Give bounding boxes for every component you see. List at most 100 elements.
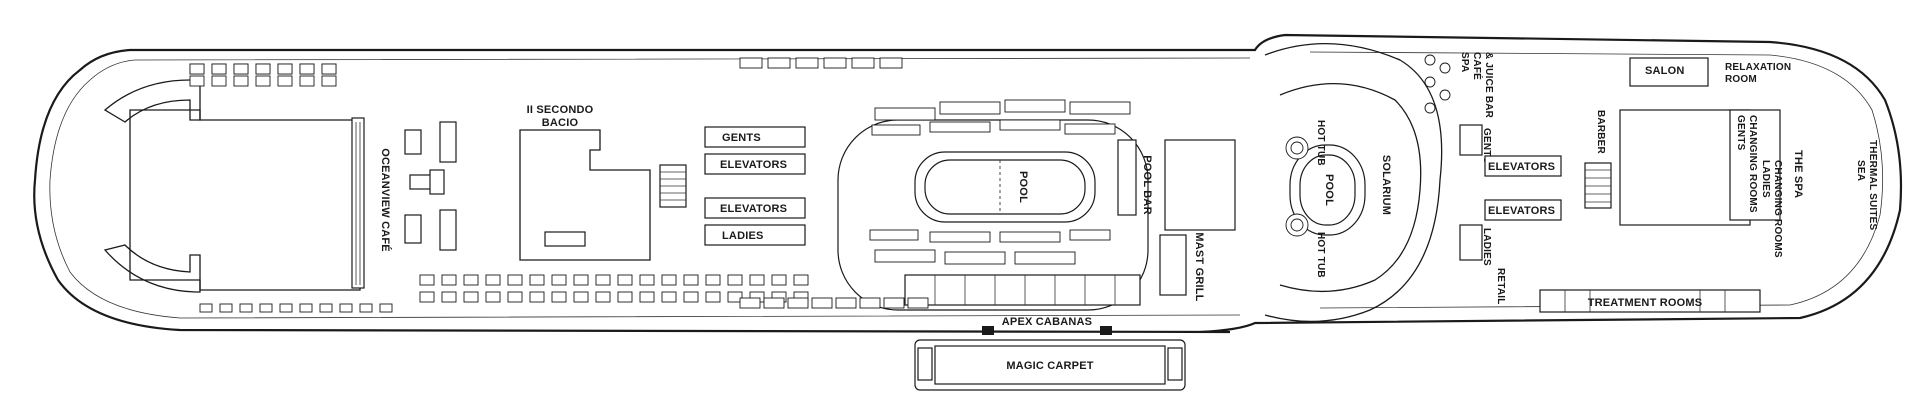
seat — [277, 63, 293, 75]
lounger — [739, 57, 763, 69]
seat — [595, 291, 611, 303]
magic-carpet-inner — [934, 345, 1166, 385]
seat — [259, 303, 273, 313]
apex-cabanas-dividers — [934, 275, 1116, 305]
apex-cabanas-block — [904, 274, 1141, 306]
seat — [551, 291, 567, 303]
gents-fwd-box — [704, 126, 806, 148]
oceanview-cafe-label: OCEANVIEW CAFÉ — [379, 148, 392, 252]
seat — [529, 274, 545, 286]
gents-fwd-label: GENTS — [722, 132, 761, 144]
seat — [507, 274, 523, 286]
seat — [321, 63, 337, 75]
seat — [617, 274, 633, 286]
seat — [683, 291, 699, 303]
seat — [463, 291, 479, 303]
seat — [639, 274, 655, 286]
spa-cafe-label-2: CAFÉ — [1471, 52, 1484, 80]
sea-thermal-label-1: SEA — [1855, 160, 1866, 181]
sea-thermal-label-2: THERMAL SUITES — [1867, 140, 1878, 231]
seat — [507, 291, 523, 303]
seat — [595, 274, 611, 286]
ladies-changing-label-1: LADIES — [1760, 160, 1771, 198]
seat — [419, 291, 435, 303]
seat — [683, 274, 699, 286]
lounger — [879, 57, 903, 69]
elevators-aft-1-box — [1484, 155, 1562, 177]
seat — [299, 303, 313, 313]
seat — [189, 63, 205, 75]
seat — [705, 291, 721, 303]
seat — [441, 274, 457, 286]
ladies-aft-box — [1459, 224, 1483, 261]
lounger — [767, 57, 791, 69]
spa-cafe-label-1: SPA — [1459, 52, 1470, 72]
seat — [279, 303, 293, 313]
lounger — [795, 57, 819, 69]
seat — [321, 75, 337, 87]
seat — [749, 274, 765, 286]
lounger — [883, 297, 905, 309]
the-spa-label: THE SPA — [1792, 150, 1804, 198]
outdoor-seating-forward — [189, 63, 809, 313]
seat — [339, 303, 353, 313]
elevators-fwd-1-label: ELEVATORS — [720, 159, 787, 171]
magic-carpet-label: MAGIC CARPET — [1006, 360, 1093, 372]
hot-tub-1-label: HOT TUB — [1315, 120, 1326, 166]
salon-box — [1629, 57, 1709, 87]
seat — [661, 291, 677, 303]
elevators-aft-1-label: ELEVATORS — [1488, 161, 1555, 173]
mast-grill-label: MAST GRILL — [1193, 232, 1205, 301]
gents-changing-label-1: GENTS — [1735, 115, 1746, 151]
seat — [219, 303, 233, 313]
treatment-rooms-block — [1539, 289, 1761, 313]
seat — [617, 291, 633, 303]
lounger — [787, 297, 809, 309]
seat — [485, 291, 501, 303]
solarium-enclosure — [1264, 43, 1443, 323]
gents-aft-label: GENTS — [1481, 128, 1492, 164]
seat — [573, 291, 589, 303]
aft-stairs-steps — [1585, 169, 1611, 203]
gents-aft-box — [1459, 124, 1483, 156]
secondo-bacio-label-line1: II SECONDO — [527, 104, 594, 116]
seat — [189, 75, 205, 87]
lounger — [859, 297, 881, 309]
lounger — [739, 297, 761, 309]
lounger — [823, 57, 847, 69]
pool-bar-label: POOL BAR — [1141, 155, 1153, 214]
seat — [727, 291, 743, 303]
aft-stairs — [1584, 162, 1612, 209]
seat — [239, 303, 253, 313]
gents-changing-label-2: CHANGING ROOMS — [1747, 115, 1758, 213]
ladies-aft-label: LADIES — [1481, 228, 1492, 266]
elevators-aft-2-label: ELEVATORS — [1488, 205, 1555, 217]
treatment-rooms-label: TREATMENT ROOMS — [1588, 297, 1703, 309]
seat — [485, 274, 501, 286]
lounger — [763, 297, 785, 309]
seat — [419, 274, 435, 286]
seat — [255, 63, 271, 75]
magic-carpet-end-right — [1167, 347, 1183, 381]
seat — [319, 303, 333, 313]
lounger — [811, 297, 833, 309]
seat — [233, 63, 249, 75]
main-pool-inner — [924, 159, 1086, 215]
spa-center-block — [1619, 109, 1751, 226]
seat — [573, 274, 589, 286]
inner-hull-line — [49, 51, 1884, 319]
secondo-bacio-label-line2: BACIO — [542, 117, 579, 129]
lounger — [851, 57, 875, 69]
seat — [441, 291, 457, 303]
seat — [299, 63, 315, 75]
seat — [793, 274, 809, 286]
seat — [463, 274, 479, 286]
spa-cafe-area — [1424, 54, 1451, 114]
ladies-fwd-label: LADIES — [722, 230, 764, 242]
elevators-fwd-1-box — [704, 153, 806, 175]
spa-cafe-label-3: & JUICE BAR — [1483, 52, 1494, 119]
seat — [705, 274, 721, 286]
mast-grill-counter — [1159, 234, 1187, 296]
seat — [299, 75, 315, 87]
forward-stairs-steps — [660, 171, 686, 201]
